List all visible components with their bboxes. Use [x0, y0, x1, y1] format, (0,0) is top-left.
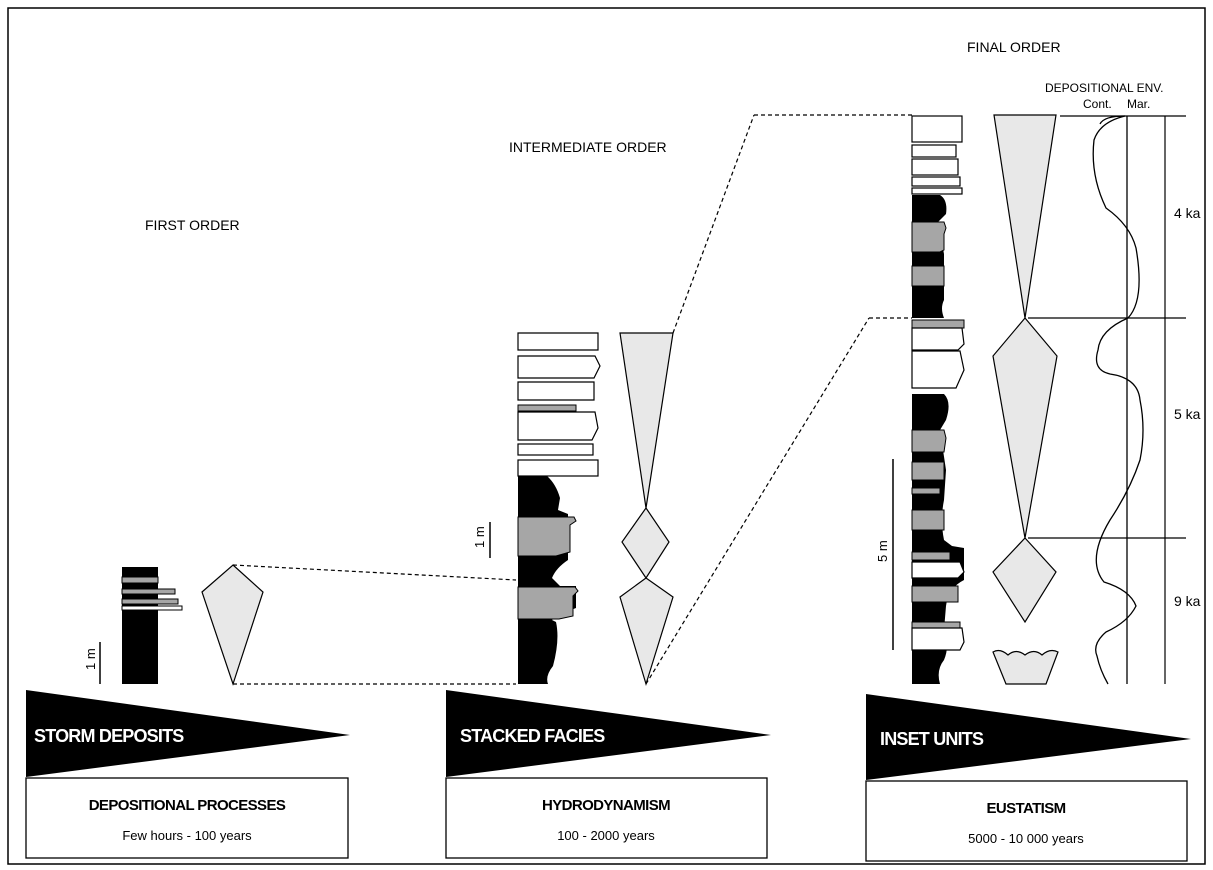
depositional-env-title: DEPOSITIONAL ENV. — [1045, 81, 1163, 95]
figure-frame — [7, 7, 1206, 865]
stacked-facies-label: STACKED FACIES — [460, 726, 605, 746]
link-intermediate-to-final — [645, 114, 912, 685]
final-order-trends — [992, 114, 1059, 685]
intermediate-order-trends — [619, 332, 674, 687]
inset-units-wedge — [866, 694, 1191, 780]
marine-label: Mar. — [1127, 97, 1150, 111]
stacked-facies-wedge — [446, 690, 771, 777]
first-order-scale-bar: 1 m — [83, 642, 101, 684]
panel-final-order: INSET UNITS EUSTATISM 5000 - 10 000 year… — [865, 694, 1191, 862]
depositional-processes-duration: Few hours - 100 years — [122, 828, 252, 843]
inset-units-label: INSET UNITS — [880, 729, 984, 749]
first-order-title: FIRST ORDER — [145, 217, 240, 233]
hydrodynamism-box — [445, 777, 768, 859]
final-order-title: FINAL ORDER — [967, 39, 1061, 55]
intermediate-order-title: INTERMEDIATE ORDER — [509, 139, 667, 155]
continental-label: Cont. — [1083, 97, 1112, 111]
final-diamond-2 — [992, 537, 1057, 624]
depositional-processes-box — [25, 777, 349, 859]
panel-intermediate-order: STACKED FACIES HYDRODYNAMISM 100 - 2000 … — [445, 690, 771, 859]
storm-deposits-wedge — [26, 690, 350, 777]
final-regressive-triangle — [993, 114, 1057, 319]
first-order-trend-diamond — [201, 564, 264, 686]
hydrodynamism-title: HYDRODYNAMISM — [542, 797, 670, 814]
eustatism-duration: 5000 - 10 000 years — [968, 831, 1084, 846]
duration-9ka: 9 ka — [1174, 593, 1201, 609]
first-order-log — [121, 567, 183, 684]
duration-axis — [1028, 115, 1186, 684]
intermediate-order-scale-bar: 1 m — [472, 522, 491, 558]
final-order-scale-bar: 5 m — [875, 459, 894, 650]
duration-4ka: 4 ka — [1174, 205, 1201, 221]
intermediate-diamond-2 — [619, 577, 674, 687]
intermediate-order-log — [517, 332, 601, 684]
final-truncated-unit — [992, 649, 1059, 685]
svg-text:1 m: 1 m — [83, 648, 98, 670]
intermediate-regressive-triangle — [619, 332, 674, 509]
svg-text:1 m: 1 m — [472, 526, 487, 548]
final-order-log — [911, 115, 965, 684]
depositional-env-curve — [1092, 115, 1144, 685]
panel-first-order: STORM DEPOSITS DEPOSITIONAL PROCESSES Fe… — [25, 690, 350, 859]
depositional-processes-title: DEPOSITIONAL PROCESSES — [89, 797, 286, 814]
eustatism-title: EUSTATISM — [986, 800, 1065, 817]
storm-deposits-label: STORM DEPOSITS — [34, 726, 184, 746]
intermediate-diamond-1 — [621, 506, 670, 580]
duration-5ka: 5 ka — [1174, 406, 1201, 422]
hydrodynamism-duration: 100 - 2000 years — [557, 828, 655, 843]
eustatism-box — [865, 780, 1188, 862]
link-first-to-intermediate — [232, 564, 517, 685]
svg-text:5 m: 5 m — [875, 540, 890, 562]
final-diamond-1 — [992, 317, 1058, 539]
